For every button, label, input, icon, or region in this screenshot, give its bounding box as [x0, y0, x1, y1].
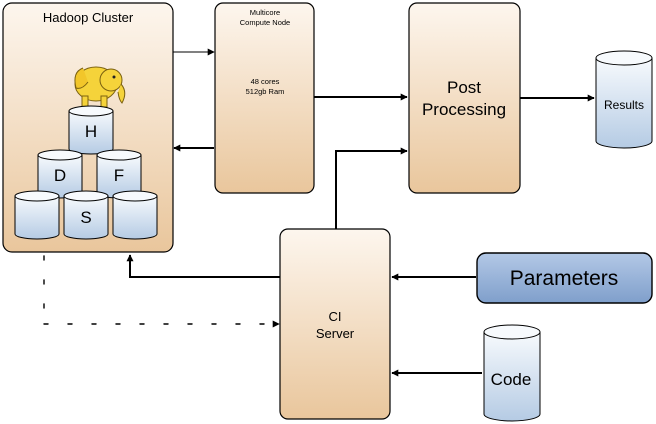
post-processing-box: [408, 2, 521, 194]
cylinder-right: [112, 190, 158, 240]
cylinder-f: F: [96, 149, 142, 199]
compute-node-spec-line2: 512gb Ram: [246, 87, 285, 96]
cylinder-s-label: S: [80, 208, 91, 227]
cylinder-h-label: H: [85, 122, 97, 141]
arrow-ci-to-hadoop: [126, 254, 280, 278]
compute-node-title-line2: Compute Node: [240, 18, 290, 27]
hadoop-elephant-icon: [74, 66, 126, 108]
ci-server-label-line1: CI: [329, 309, 342, 324]
arrow-ci-to-post: [335, 147, 408, 229]
parameters-label: Parameters: [510, 267, 619, 290]
connectors: [43, 48, 595, 377]
ci-server-label-line2: Server: [316, 326, 355, 341]
cylinder-left: [14, 190, 60, 240]
cylinder-s: S: [63, 190, 109, 240]
code-cylinder: Code: [483, 324, 541, 422]
post-processing-label-line1: Post: [447, 78, 481, 97]
cylinder-f-label: F: [114, 166, 124, 185]
code-label: Code: [491, 370, 532, 389]
compute-node: Multicore Compute Node 48 cores 512gb Ra…: [214, 2, 315, 194]
results-label: Results: [604, 98, 644, 112]
post-processing: Post Processing: [408, 2, 521, 194]
ci-server-box: [279, 228, 391, 420]
compute-node-box: [214, 2, 315, 194]
results-cylinder: Results: [595, 50, 653, 149]
parameters: Parameters: [476, 252, 653, 304]
ci-server: CI Server: [279, 228, 391, 420]
parameters-box: [476, 252, 653, 304]
hadoop-cluster: Hadoop Cluster H D F: [2, 2, 174, 253]
compute-node-spec-line1: 48 cores: [251, 77, 280, 86]
hadoop-cluster-title: Hadoop Cluster: [43, 10, 134, 25]
post-processing-label-line2: Processing: [422, 100, 506, 119]
cylinder-d-label: D: [54, 166, 66, 185]
cylinder-h: H: [68, 105, 114, 155]
compute-node-title-line1: Multicore: [250, 8, 280, 17]
